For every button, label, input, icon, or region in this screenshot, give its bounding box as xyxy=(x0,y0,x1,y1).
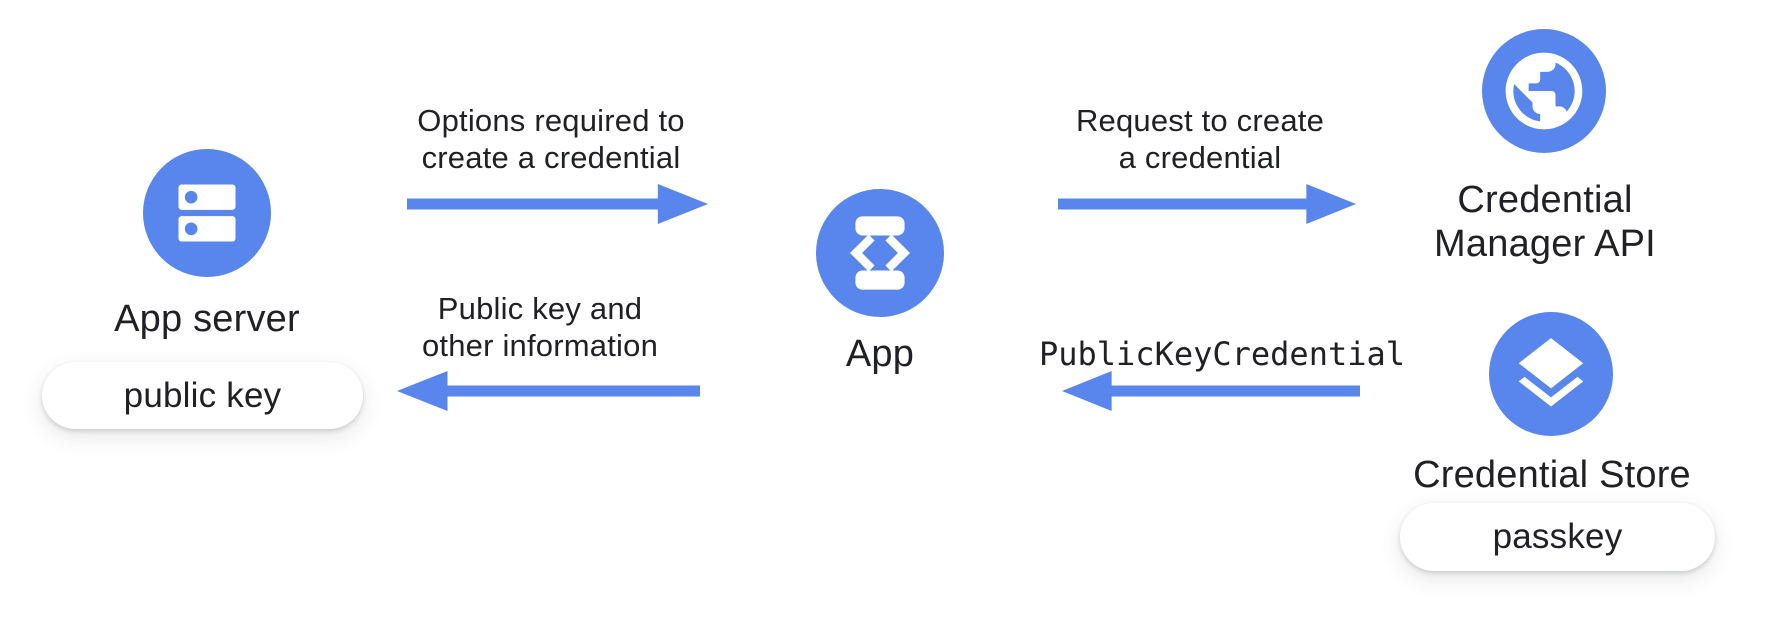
right-arrow-icon xyxy=(1058,184,1356,224)
arrow-label-public-key-info: Public key and other information xyxy=(421,291,659,363)
layers-icon xyxy=(1518,338,1584,407)
app-node xyxy=(816,189,944,317)
public-key-badge: public key xyxy=(42,362,363,429)
credential-manager-api-node xyxy=(1482,29,1606,153)
globe-icon xyxy=(1505,52,1583,130)
arrow-label-request: Request to create a credential xyxy=(1075,103,1325,175)
passkey-badge: passkey xyxy=(1400,503,1715,571)
arrow-options-to-app xyxy=(407,182,708,226)
code-phone-icon xyxy=(850,216,910,290)
right-arrow-icon xyxy=(407,184,708,224)
public-key-badge-text: public key xyxy=(123,375,282,415)
arrow-label-publickeycredential: PublicKeyCredential xyxy=(1038,335,1406,373)
passkey-badge-text: passkey xyxy=(1492,517,1623,556)
app-server-node xyxy=(143,149,271,277)
arrow-publickeycredential-to-app xyxy=(1062,369,1360,413)
arrow-label-options: Options required to create a credential xyxy=(417,103,685,175)
app-label: App xyxy=(845,333,915,375)
arrow-request-to-credential-manager xyxy=(1058,182,1356,226)
server-icon xyxy=(178,184,236,242)
credential-store-node xyxy=(1489,312,1613,436)
credential-manager-api-label: Credential Manager API xyxy=(1434,179,1656,265)
arrow-publickey-to-app-server xyxy=(397,369,700,413)
left-arrow-icon xyxy=(1062,371,1360,411)
credential-store-label: Credential Store xyxy=(1413,454,1691,496)
left-arrow-icon xyxy=(397,371,700,411)
app-server-label: App server xyxy=(114,298,300,340)
